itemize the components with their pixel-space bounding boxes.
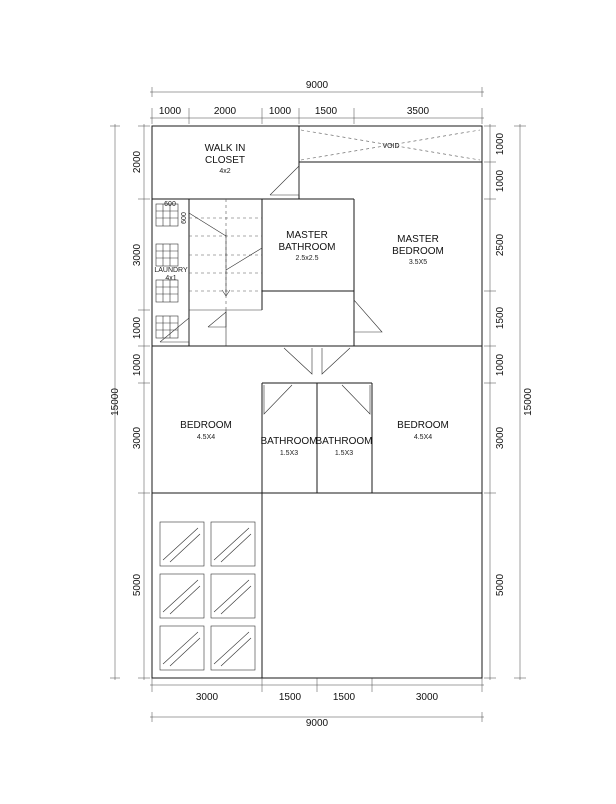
left-seg-2: 3000 [132,243,143,266]
bathroom-right-size: 1.5X3 [335,450,353,457]
laundry-windows [155,203,179,339]
master-bed-line2: BEDROOM [392,246,444,257]
closet-size: 4x2 [219,168,230,175]
bottom-total-label: 9000 [306,718,329,729]
doors [159,165,383,415]
closet-name-line2: CLOSET [205,155,245,166]
laundry-size: 4x1 [165,275,176,282]
right-seg-6: 3000 [495,426,506,449]
right-seg-4: 1500 [495,306,506,329]
bathroom-left-name: BATHROOM [260,436,317,447]
bedroom-right-label: BEDROOM 4.5X4 [397,420,449,441]
top-seg-2: 2000 [214,106,237,117]
bedroom-left-name: BEDROOM [180,420,232,431]
walls [151,125,483,679]
right-seg-7: 5000 [495,573,506,596]
skylight-panels [159,521,256,671]
left-seg-6: 5000 [132,573,143,596]
right-seg-3: 2500 [495,233,506,256]
left-seg-1: 2000 [132,150,143,173]
master-bedroom-label: MASTER BEDROOM 3.5X5 [392,234,444,266]
left-total-label: 15000 [110,388,121,416]
bottom-seg-3: 1500 [333,692,356,703]
right-seg-2: 1000 [495,169,506,192]
void-area: VOID [300,129,481,161]
master-bath-line2: BATHROOM [278,242,335,253]
void-label: VOID [382,143,399,150]
right-dimension: 1000 1000 2500 1500 1000 3000 5000 15000 [484,124,534,680]
bottom-seg-4: 3000 [416,692,439,703]
right-total-label: 15000 [523,388,534,416]
master-bath-line1: MASTER [286,230,328,241]
master-bathroom-label: MASTER BATHROOM 2.5x2.5 [278,230,335,262]
stair-depth-label: 600 [181,212,188,224]
right-seg-5: 1000 [495,353,506,376]
bedroom-left-size: 4.5X4 [197,434,215,441]
laundry-label: LAUNDRY 4x1 [154,267,188,282]
left-dimension: 15000 2000 3000 1000 1000 3000 5000 [110,124,150,680]
walk-in-closet-label: WALK IN CLOSET 4x2 [205,143,246,175]
bottom-seg-2: 1500 [279,692,302,703]
master-bed-line1: MASTER [397,234,439,245]
bathroom-right-name: BATHROOM [315,436,372,447]
top-seg-4: 1500 [315,106,338,117]
closet-name-line1: WALK IN [205,143,246,154]
left-seg-5: 3000 [132,426,143,449]
bedroom-right-size: 4.5X4 [414,434,432,441]
master-bed-size: 3.5X5 [409,259,427,266]
top-seg-5: 3500 [407,106,430,117]
master-bath-size: 2.5x2.5 [296,255,319,262]
bedroom-right-name: BEDROOM [397,420,449,431]
top-seg-1: 1000 [159,106,182,117]
bathroom-left-label: BATHROOM 1.5X3 [260,436,317,457]
bottom-dimension: 3000 1500 1500 3000 9000 [150,678,484,729]
laundry-name: LAUNDRY [154,267,188,274]
left-seg-4: 1000 [132,353,143,376]
bedroom-left-label: BEDROOM 4.5X4 [180,420,232,441]
top-dimension: 9000 1000 2000 1000 1500 3500 [150,80,484,124]
top-total-label: 9000 [306,80,329,91]
bathroom-left-size: 1.5X3 [280,450,298,457]
bathroom-right-label: BATHROOM 1.5X3 [315,436,372,457]
left-seg-3: 1000 [132,316,143,339]
right-seg-1: 1000 [495,132,506,155]
top-seg-3: 1000 [269,106,292,117]
bottom-seg-1: 3000 [196,692,219,703]
staircase: 600 600 [164,199,263,310]
